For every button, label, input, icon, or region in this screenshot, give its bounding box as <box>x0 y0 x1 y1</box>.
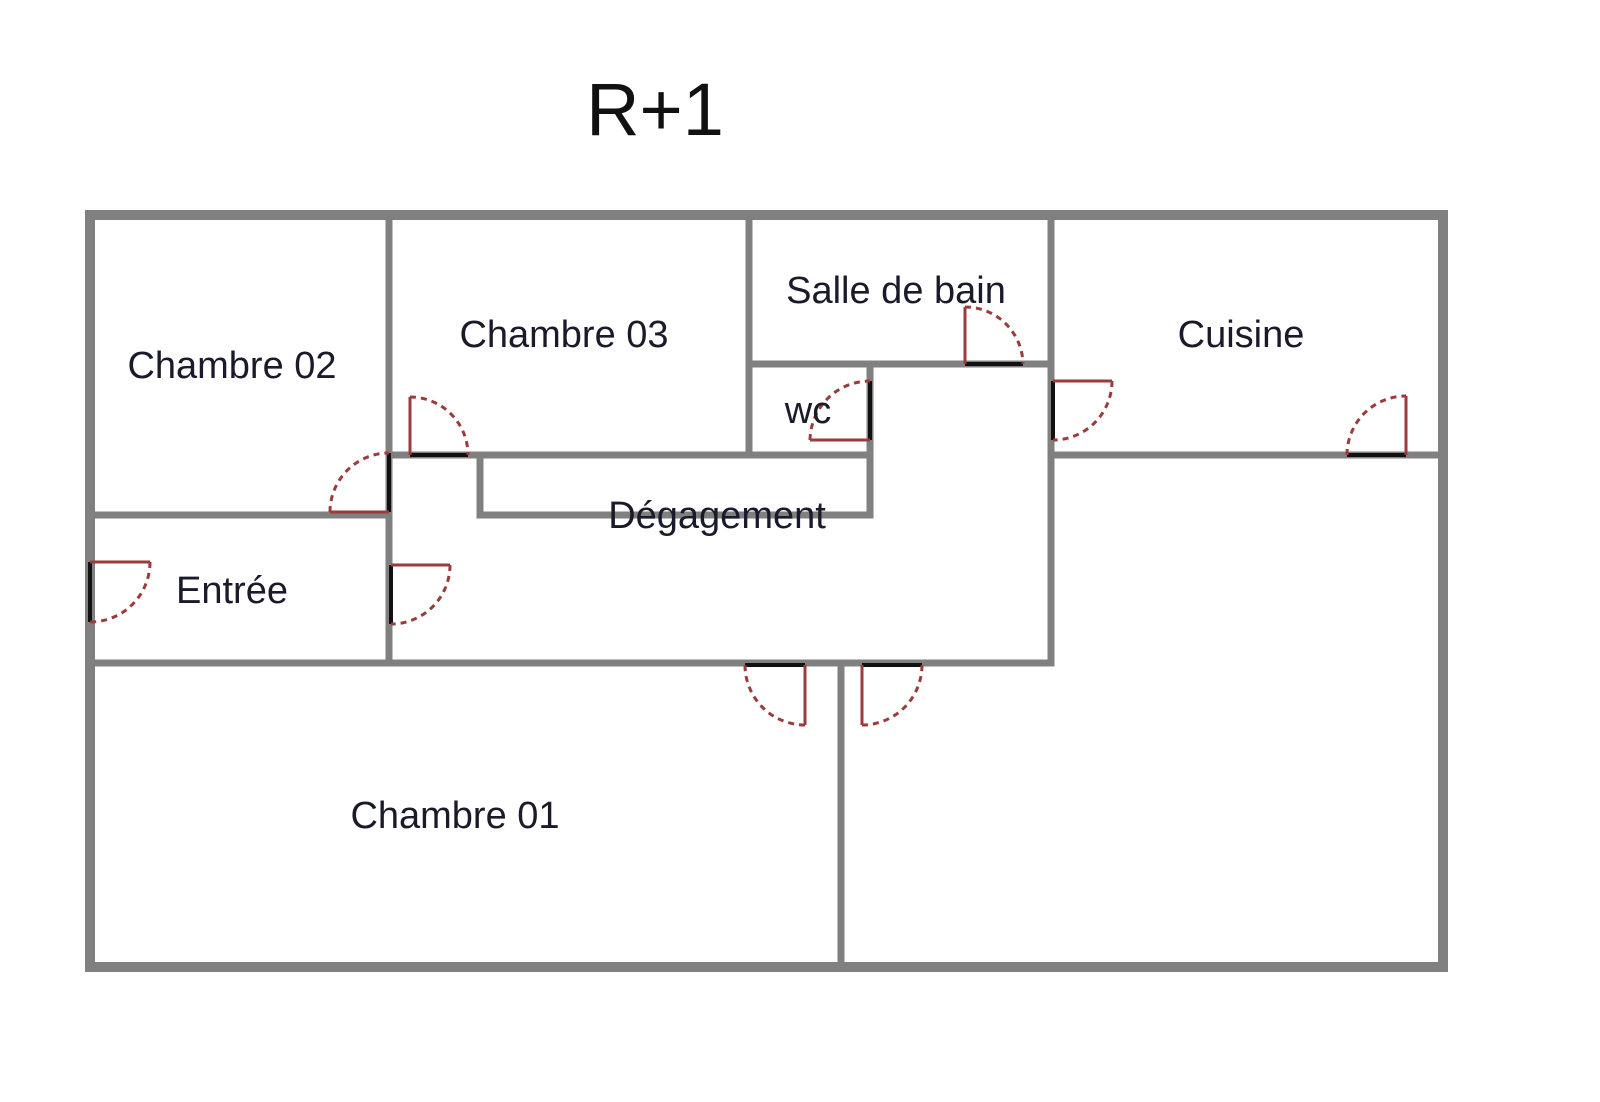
door-wc <box>808 379 872 442</box>
room-label-cuisine: Cuisine <box>1178 314 1305 356</box>
door-cuisine <box>1051 379 1114 442</box>
room-labels: Chambre 02 Chambre 03 Salle de bain Cuis… <box>127 270 1304 837</box>
room-label-entree: Entrée <box>176 570 288 612</box>
room-label-chambre-02: Chambre 02 <box>127 345 336 387</box>
room-label-wc: wc <box>784 390 831 432</box>
door-chambre02 <box>328 451 391 514</box>
room-label-salle-de-bain: Salle de bain <box>786 270 1006 312</box>
plan-title: R+1 <box>586 68 724 151</box>
doors <box>88 305 1408 727</box>
door-chambre01 <box>743 663 807 727</box>
door-entree <box>88 560 152 624</box>
door-salle-de-bain <box>963 305 1025 366</box>
door-chambre03 <box>408 395 470 457</box>
door-degagement <box>389 563 452 626</box>
door-sejour <box>860 663 924 727</box>
room-label-chambre-01: Chambre 01 <box>350 795 559 837</box>
room-label-chambre-03: Chambre 03 <box>459 314 668 356</box>
room-label-degagement: Dégagement <box>608 495 826 537</box>
door-cuisine-2 <box>1345 394 1408 457</box>
